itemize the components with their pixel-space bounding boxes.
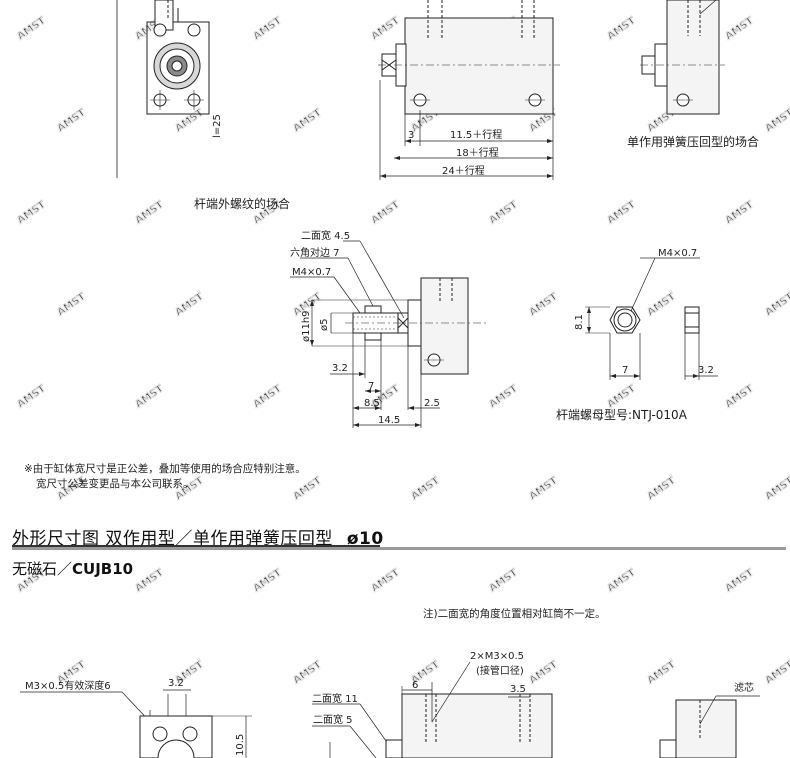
bottom-dim-10-5: 10.5: [235, 734, 246, 756]
section-bore: ø10: [346, 529, 384, 549]
rod-label-flats: 二面宽 4.5: [301, 229, 350, 242]
nut-thickness-dim: 3.2: [698, 365, 714, 376]
bottom-label-filter: 滤芯: [734, 681, 754, 694]
bottom-label-flats-11: 二面宽 11: [312, 692, 358, 705]
section-rule-dark: [12, 545, 380, 547]
bottom-label-port-size: (接管口径): [476, 664, 524, 677]
rod-label-thread: M4×0.7: [292, 267, 331, 278]
nut-thread-label: M4×0.7: [658, 248, 697, 259]
model-subtitle: 无磁石／CUJB10: [12, 558, 133, 579]
model-number: CUJB10: [72, 560, 134, 578]
rod-dim-14-5: 14.5: [378, 415, 400, 426]
rod-dim-3-2: 3.2: [332, 363, 348, 374]
nut-width-dim: 7: [622, 365, 628, 376]
model-subtitle-prefix: 无磁石／: [12, 560, 73, 578]
flats-angle-note: 注)二面宽的角度位置相对缸筒不一定。: [423, 608, 606, 620]
bottom-label-m3-depth: M3×0.5有效深度6: [25, 679, 111, 692]
bottom-dim-3-5: 3.5: [510, 684, 526, 695]
dim-24-stroke: 24＋行程: [442, 164, 485, 177]
dim-3: 3: [408, 130, 414, 141]
nut-height-dim: 8.1: [574, 314, 585, 330]
section-rule: [12, 547, 786, 550]
bottom-dim-3-2: 3.2: [168, 678, 184, 689]
rod-dim-dia-11: ø11h9: [301, 310, 312, 342]
rod-thread-title: 杆端外螺纹的场合: [194, 197, 291, 211]
rod-dim-dia-5: ø5: [319, 319, 330, 331]
top-left-length-label: l=25: [212, 114, 223, 138]
tolerance-note-1: ※由于缸体宽尺寸是正公差，叠加等使用的场合应特别注意。: [24, 463, 306, 475]
dim-11-5-stroke: 11.5＋行程: [450, 128, 502, 141]
section-title: 外形尺寸图 双作用型／单作用弹簧压回型 ø10: [12, 524, 384, 549]
rod-dim-2-5: 2.5: [424, 398, 440, 409]
rod-label-hex: 六角对边 7: [290, 246, 340, 259]
bottom-label-flats-5: 二面宽 5: [313, 713, 353, 726]
dim-18-stroke: 18＋行程: [456, 146, 499, 159]
nut-model-caption: 杆端螺母型号:NTJ-010A: [556, 408, 687, 422]
single-acting-caption: 单作用弹簧压回型的场合: [627, 135, 760, 149]
rod-dim-7: 7: [368, 381, 374, 392]
tolerance-note-2: 宽尺寸公差变更品与本公司联系。: [36, 478, 194, 490]
rod-dim-8-5: 8.5: [364, 398, 380, 409]
bottom-dim-6: 6: [412, 680, 418, 691]
section-title-text: 外形尺寸图 双作用型／单作用弹簧压回型: [12, 529, 333, 549]
bottom-label-port: 2×M3×0.5: [470, 651, 524, 662]
